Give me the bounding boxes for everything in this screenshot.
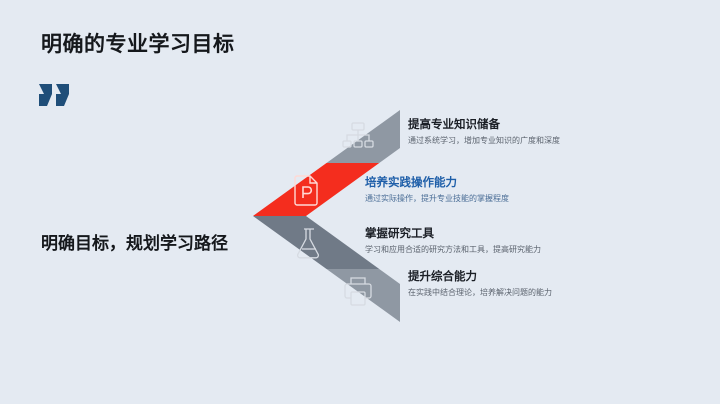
goal-item-2-description: 通过实际操作，提升专业技能的掌握程度 (365, 193, 509, 203)
goal-item-3: 掌握研究工具 学习和应用合适的研究方法和工具，提高研究能力 (365, 227, 541, 256)
goal-item-3-heading: 掌握研究工具 (365, 228, 434, 240)
chevron-band-1 (253, 110, 400, 163)
chevron-band-4 (253, 269, 400, 322)
goal-item-1-heading: 提高专业知识储备 (408, 119, 500, 131)
chevron-arrow-graphic (250, 110, 405, 322)
slide-subtitle: 明确目标，规划学习路径 (41, 234, 228, 253)
quotation-mark-icon (37, 80, 77, 120)
presentation-file-p-icon (294, 175, 318, 206)
goal-item-2-heading: 培养实践操作能力 (365, 177, 457, 189)
hierarchy-org-chart-icon (342, 122, 374, 148)
goal-item-1: 提高专业知识储备 通过系统学习，增加专业知识的广度和深度 (408, 118, 560, 147)
goal-item-3-description: 学习和应用合适的研究方法和工具，提高研究能力 (365, 244, 541, 254)
goal-item-4-description: 在实践中结合理论，培养解决问题的能力 (408, 287, 552, 297)
goal-item-1-description: 通过系统学习，增加专业知识的广度和深度 (408, 135, 560, 145)
goal-item-4: 提升综合能力 在实践中结合理论，培养解决问题的能力 (408, 270, 552, 299)
flask-beaker-icon (297, 228, 319, 259)
goal-item-2: 培养实践操作能力 通过实际操作，提升专业技能的掌握程度 (365, 176, 509, 205)
goal-item-4-heading: 提升综合能力 (408, 271, 477, 283)
page-title: 明确的专业学习目标 (41, 33, 235, 56)
printer-icon (344, 277, 372, 306)
